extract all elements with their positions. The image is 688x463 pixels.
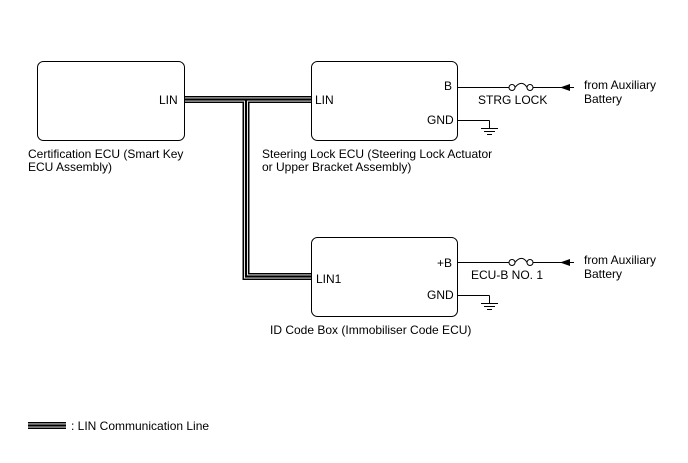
id-code-box-pin-lin1: LIN1 xyxy=(316,272,342,286)
certification-ecu-box xyxy=(37,61,185,141)
steering-lock-ecu-pin-gnd: GND xyxy=(427,113,454,127)
steering-source-line2: Battery xyxy=(584,92,622,106)
steering-fuse-label: STRG LOCK xyxy=(478,93,547,107)
id-code-box-pin-b: +B xyxy=(437,256,452,270)
steering-fuse-terminal-left xyxy=(508,84,516,91)
idcode-source-line2: Battery xyxy=(584,267,622,281)
id-code-box-caption: ID Code Box (Immobiliser Code ECU) xyxy=(270,323,471,337)
idcode-ground-icon xyxy=(481,303,498,310)
certification-ecu-caption-line2: ECU Assembly) xyxy=(28,160,112,174)
id-code-box-box xyxy=(311,237,458,317)
idcode-source-line1: from Auxiliary xyxy=(584,253,656,267)
idcode-fuse-terminal-left xyxy=(508,259,516,266)
idcode-fuse-label: ECU-B NO. 1 xyxy=(471,268,543,282)
steering-lock-ecu-pin-lin: LIN xyxy=(315,93,334,107)
lin-bus xyxy=(185,96,311,280)
legend-label: : LIN Communication Line xyxy=(71,419,209,433)
idcode-feed-arrow-icon xyxy=(560,259,570,266)
idcode-fuse-terminal-right xyxy=(526,259,534,266)
steering-lock-ecu-box xyxy=(311,61,458,141)
steering-lock-ecu-caption-line1: Steering Lock ECU (Steering Lock Actuato… xyxy=(262,147,492,161)
certification-ecu-pin-lin: LIN xyxy=(159,93,178,107)
steering-fuse-icon xyxy=(514,82,528,88)
idcode-fuse-icon xyxy=(514,257,528,263)
steering-fuse-terminal-right xyxy=(526,84,534,91)
certification-ecu-caption-line1: Certification ECU (Smart Key xyxy=(28,147,183,161)
steering-lock-ecu-pin-b: B xyxy=(444,79,452,93)
steering-ground-icon xyxy=(481,128,498,135)
steering-lock-ecu-caption-line2: or Upper Bracket Assembly) xyxy=(262,160,411,174)
id-code-box-pin-gnd: GND xyxy=(427,288,454,302)
steering-source-line1: from Auxiliary xyxy=(584,78,656,92)
steering-feed-arrow-icon xyxy=(560,84,570,91)
